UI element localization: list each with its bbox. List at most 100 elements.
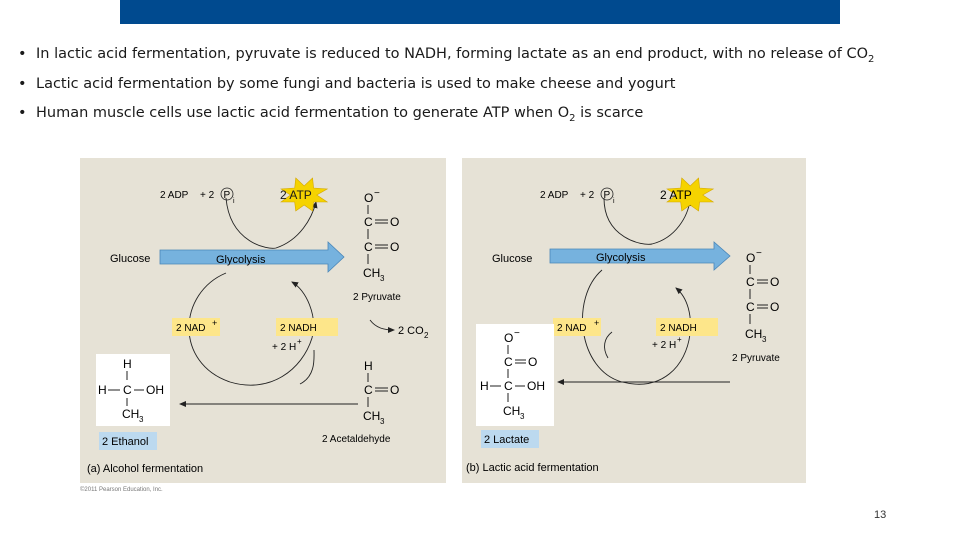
methyl-group: CH (122, 407, 139, 421)
charge-minus: − (756, 248, 762, 259)
bullet-list: In lactic acid fermentation, pyruvate is… (18, 44, 938, 133)
co2-label: 2 CO (398, 325, 424, 337)
oxygen-atom: O (390, 383, 399, 397)
phosphate-symbol: P (604, 190, 611, 201)
bullet-item: Human muscle cells use lactic acid ferme… (18, 103, 938, 133)
pyruvate-label: 2 Pyruvate (353, 292, 401, 303)
carbon-atom: C (746, 300, 755, 314)
pyruvate-label: 2 Pyruvate (732, 353, 780, 364)
hydrogen-atom: H (364, 359, 373, 373)
phosphate-subscript: i (613, 198, 615, 205)
carbon-atom: C (123, 383, 132, 397)
nad-box (172, 318, 220, 336)
nad-charge: + (594, 318, 599, 328)
carbon-atom: C (504, 379, 513, 393)
methyl-subscript: 3 (762, 335, 767, 344)
glycolysis-arrow (159, 241, 345, 273)
charge-minus: − (514, 328, 520, 339)
nad-arrow (299, 349, 315, 385)
lactic-acid-fermentation-panel: Glucose Glycolysis 2 ADP + 2 P i 2 ATP O… (462, 158, 806, 483)
co2-arrow (369, 319, 395, 333)
nad-label: 2 NAD (557, 323, 586, 334)
co2-subscript: 2 (424, 331, 429, 340)
glycolysis-label: Glycolysis (596, 252, 646, 264)
panel-caption: (a) Alcohol fermentation (87, 463, 203, 475)
oxygen-atom: O (770, 275, 779, 289)
pi-prefix: + 2 (580, 190, 595, 201)
bullet-item: Lactic acid fermentation by some fungi a… (18, 74, 938, 104)
glycolysis-arrow (549, 241, 731, 271)
methyl-subscript: 3 (380, 274, 385, 283)
atp-star (666, 177, 715, 212)
h-label: + 2 H (652, 340, 676, 351)
atp-curve-arrow (225, 197, 318, 249)
phosphate-circle (220, 187, 234, 201)
phosphate-subscript: i (233, 198, 235, 205)
oxygen-atom: O (770, 300, 779, 314)
phosphate-symbol: P (224, 190, 231, 201)
methyl-group: CH (745, 327, 762, 341)
glycolysis-label: Glycolysis (216, 254, 266, 266)
hydrogen-atom: H (480, 379, 489, 393)
lactate-label: 2 Lactate (484, 434, 529, 446)
bullet-text: Lactic acid fermentation by some fungi a… (36, 75, 676, 92)
ethanol-label-box (99, 432, 157, 450)
header-bar (120, 0, 840, 24)
lactate-structure-box (476, 324, 554, 426)
carbon-atom: C (364, 240, 373, 254)
panel-caption: (b) Lactic acid fermentation (466, 462, 599, 474)
nad-arrow (604, 331, 613, 359)
page-number: 13 (874, 509, 887, 521)
atp-curve-arrow (603, 197, 693, 245)
adp-label: 2 ADP (160, 190, 189, 201)
atp-label: 2 ATP (280, 188, 312, 202)
nadh-label: 2 NADH (660, 323, 697, 334)
carboxylate-oxygen: O (504, 331, 513, 345)
oxygen-atom: O (390, 240, 399, 254)
carbon-atom: C (364, 383, 373, 397)
glucose-label: Glucose (492, 253, 532, 265)
ethanol-label: 2 Ethanol (102, 436, 148, 448)
carboxylate-oxygen: O (746, 251, 755, 265)
copyright-notice: ©2011 Pearson Education, Inc. (80, 487, 163, 493)
glucose-label: Glucose (110, 253, 150, 265)
oxygen-atom: O (390, 215, 399, 229)
atp-label: 2 ATP (660, 188, 692, 202)
nad-label: 2 NAD (176, 323, 205, 334)
methyl-group: CH (363, 409, 380, 423)
atp-star (280, 177, 329, 212)
lactate-label-box (481, 430, 539, 448)
oxygen-atom: O (528, 355, 537, 369)
hydroxyl-group: OH (527, 379, 545, 393)
hydrogen-atom: H (123, 357, 132, 371)
hydrogen-atom: H (98, 383, 107, 397)
bullet-text: In lactic acid fermentation, pyruvate is… (36, 46, 868, 62)
h-charge: + (677, 335, 682, 344)
h-charge: + (297, 337, 302, 346)
adp-label: 2 ADP (540, 190, 569, 201)
alcohol-fermentation-diagram: Glucose Glycolysis 2 ADP + 2 P i 2 ATP O… (87, 177, 429, 475)
phosphate-circle (600, 187, 614, 201)
methyl-group: CH (503, 404, 520, 418)
carboxylate-oxygen: O (364, 191, 373, 205)
nadh-box (656, 318, 718, 336)
methyl-group: CH (363, 266, 380, 280)
alcohol-fermentation-panel: Glucose Glycolysis 2 ADP + 2 P i 2 ATP O… (80, 158, 446, 483)
lactic-acid-fermentation-diagram: Glucose Glycolysis 2 ADP + 2 P i 2 ATP O… (466, 177, 780, 474)
methyl-subscript: 3 (380, 417, 385, 426)
nadh-label: 2 NADH (280, 323, 317, 334)
nadh-cycle-arrow (188, 272, 314, 386)
hydroxyl-group: OH (146, 383, 164, 397)
bullet-subscript: 2 (868, 53, 875, 65)
nad-box (553, 318, 601, 336)
bullet-subscript: 2 (569, 112, 576, 124)
bullet-item: In lactic acid fermentation, pyruvate is… (18, 44, 938, 74)
nadh-box (276, 318, 338, 336)
nad-charge: + (212, 318, 217, 328)
methyl-subscript: 3 (139, 415, 144, 424)
methyl-subscript: 3 (520, 412, 525, 421)
acetaldehyde-label: 2 Acetaldehyde (322, 434, 391, 445)
carbon-atom: C (364, 215, 373, 229)
pi-prefix: + 2 (200, 190, 215, 201)
carbon-atom: C (504, 355, 513, 369)
